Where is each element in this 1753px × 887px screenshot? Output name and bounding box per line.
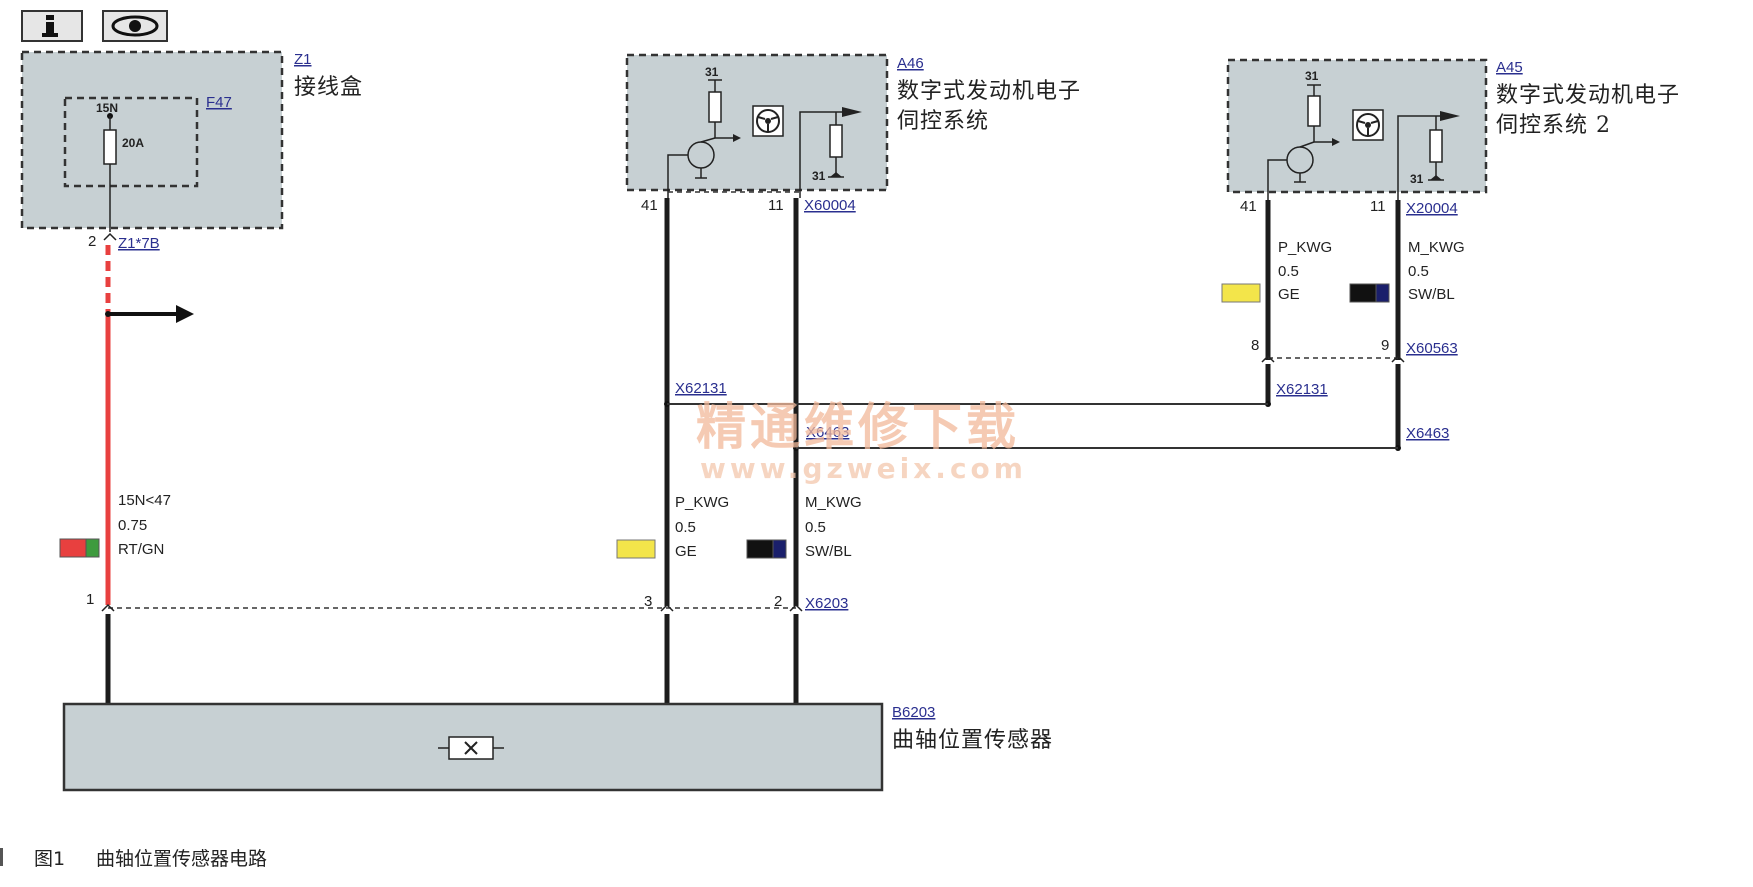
a46-wire-left-color: GE <box>675 543 697 560</box>
f47-ref: F47 <box>206 94 232 111</box>
caption-marker <box>0 848 3 866</box>
z1-junction-box: 15N 20A <box>20 50 284 232</box>
a46-connector: X60004 <box>804 197 856 214</box>
a46-ref: A46 <box>897 55 924 72</box>
ge-swatch <box>616 539 656 559</box>
a46-wire-left-signal: P_KWG <box>675 494 729 511</box>
a45-wire-right-signal: M_KWG <box>1408 239 1465 256</box>
z1-ref: Z1 <box>294 51 312 68</box>
z1-pin: 2 <box>88 233 96 250</box>
a45-wire-right-color: SW/BL <box>1408 286 1455 303</box>
sw-bl-swatch <box>1349 283 1390 303</box>
a46-splice-left: X62131 <box>675 380 727 397</box>
a45-wire-left-size: 0.5 <box>1278 263 1299 280</box>
z1-name: 接线盒 <box>294 75 363 100</box>
a45-pin-right-bottom: 9 <box>1381 337 1389 354</box>
a46-splice-right: X6463 <box>806 424 849 441</box>
a46-pin-left: 41 <box>641 197 658 214</box>
a46-pin-right: 11 <box>768 197 784 214</box>
watermark-url: www.gzweix.com <box>700 452 1027 485</box>
info-button[interactable] <box>21 10 83 42</box>
watermark-title: 精通维修下载 <box>696 398 1020 456</box>
a46-name-line1: 数字式发动机电子 <box>897 79 1081 104</box>
a45-ground-top: 31 <box>1305 69 1319 83</box>
rt-gn-swatch <box>59 538 100 558</box>
info-icon <box>46 15 54 20</box>
fuse-rating: 20A <box>122 136 144 150</box>
b6203-pin-1: 1 <box>86 591 94 608</box>
a45-splice-left: X62131 <box>1276 381 1328 398</box>
power-wire-color: RT/GN <box>118 541 164 558</box>
b6203-pin-3: 3 <box>644 593 652 610</box>
caption-text: 曲轴位置传感器电路 <box>96 848 267 870</box>
b6203-pin-2: 2 <box>774 593 782 610</box>
a46-wire-right-signal: M_KWG <box>805 494 862 511</box>
ge-swatch <box>1221 283 1261 303</box>
a45-splice-right: X6463 <box>1406 425 1449 442</box>
a46-wire-right-color: SW/BL <box>805 543 852 560</box>
a45-wire-left-color: GE <box>1278 286 1300 303</box>
caption-number: 图1 <box>34 848 65 870</box>
a45-module <box>1226 58 1488 200</box>
fuse-icon <box>103 129 117 165</box>
a46-wire-left-size: 0.5 <box>675 519 696 536</box>
a45-name-line2: 伺控系统 2 <box>1496 113 1611 138</box>
a45-ground-bottom: 31 <box>1410 172 1424 186</box>
sw-bl-swatch <box>746 539 787 559</box>
b6203-name: 曲轴位置传感器 <box>892 728 1053 753</box>
a45-wire-left-signal: P_KWG <box>1278 239 1332 256</box>
eye-icon <box>111 15 159 37</box>
a45-name-line1: 数字式发动机电子 <box>1496 83 1680 108</box>
a45-pin-left-bottom: 8 <box>1251 337 1259 354</box>
a46-wire-right-size: 0.5 <box>805 519 826 536</box>
a45-pin-right: 11 <box>1370 198 1386 215</box>
fuse-terminal: 15N <box>96 101 118 115</box>
a46-ground-top: 31 <box>705 65 719 79</box>
a45-bottom-connector: X60563 <box>1406 340 1458 357</box>
power-wire-size: 0.75 <box>118 517 147 534</box>
a45-ref: A45 <box>1496 59 1523 76</box>
power-wire-signal: 15N<47 <box>118 492 171 509</box>
b6203-connector: X6203 <box>805 595 848 612</box>
view-button[interactable] <box>102 10 168 42</box>
a46-ground-bottom: 31 <box>812 169 826 183</box>
a45-connector: X20004 <box>1406 200 1458 217</box>
f47-fuse-box <box>63 96 199 188</box>
b6203-ref: B6203 <box>892 704 935 721</box>
b6203-sensor <box>62 702 884 792</box>
a46-name-line2: 伺控系统 <box>897 109 989 134</box>
z1-connector: Z1*7B <box>118 235 160 252</box>
a45-wire-right-size: 0.5 <box>1408 263 1429 280</box>
a45-pin-left: 41 <box>1240 198 1257 215</box>
a46-module <box>625 53 889 198</box>
